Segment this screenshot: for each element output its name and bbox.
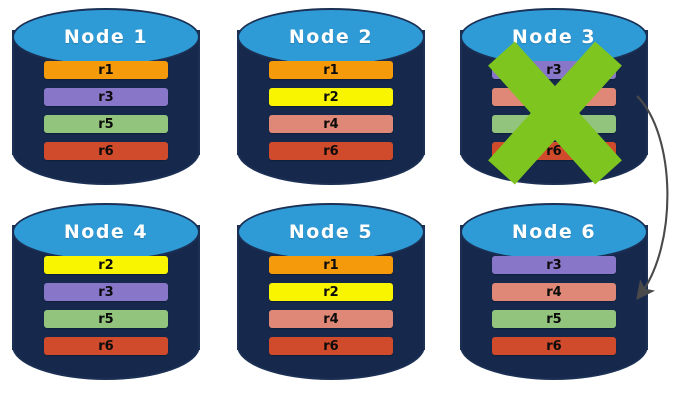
replica-list: r2 r3 r5 r6 — [44, 256, 168, 355]
node-title: Node 5 — [288, 221, 374, 243]
replica-bar[interactable]: r6 — [44, 142, 168, 160]
replica-bar[interactable]: r2 — [44, 256, 168, 274]
node-title: Node 6 — [511, 221, 597, 243]
node-title: Node 2 — [288, 26, 374, 48]
replica-bar[interactable]: r5 — [44, 310, 168, 328]
replica-bar[interactable]: r3 — [492, 61, 616, 79]
replica-bar[interactable]: r4 — [269, 310, 393, 328]
replica-bar[interactable]: r3 — [44, 283, 168, 301]
replica-bar[interactable]: r5 — [492, 310, 616, 328]
replica-bar[interactable]: r6 — [269, 142, 393, 160]
replica-list: r3 r4 r5 r6 — [492, 61, 616, 160]
replica-bar[interactable]: r2 — [269, 283, 393, 301]
node-top-disc — [12, 203, 200, 261]
replica-bar[interactable]: r4 — [492, 283, 616, 301]
replica-bar[interactable]: r2 — [269, 88, 393, 106]
node-title: Node 1 — [63, 26, 149, 48]
replica-list: r1 r2 r4 r6 — [269, 256, 393, 355]
node-cylinder-1[interactable]: Node 1 r1 r3 r5 r6 — [12, 8, 200, 188]
node-cylinder-2[interactable]: Node 2 r1 r2 r4 r6 — [237, 8, 425, 188]
replica-bar[interactable]: r6 — [492, 142, 616, 160]
replica-bar[interactable]: r5 — [492, 115, 616, 133]
replica-bar[interactable]: r4 — [492, 88, 616, 106]
node-cylinder-6[interactable]: Node 6 r3 r4 r5 r6 — [460, 203, 648, 383]
node-title: Node 3 — [511, 26, 597, 48]
replica-list: r1 r3 r5 r6 — [44, 61, 168, 160]
node-top-disc — [12, 8, 200, 66]
replica-bar[interactable]: r1 — [44, 61, 168, 79]
replica-list: r3 r4 r5 r6 — [492, 256, 616, 355]
replica-bar[interactable]: r1 — [269, 256, 393, 274]
replica-bar[interactable]: r3 — [44, 88, 168, 106]
node-cylinder-3[interactable]: Node 3 r3 r4 r5 r6 — [460, 8, 648, 188]
node-cylinder-5[interactable]: Node 5 r1 r2 r4 r6 — [237, 203, 425, 383]
replica-bar[interactable]: r5 — [44, 115, 168, 133]
replica-bar[interactable]: r4 — [269, 115, 393, 133]
replica-bar[interactable]: r6 — [492, 337, 616, 355]
node-cylinder-4[interactable]: Node 4 r2 r3 r5 r6 — [12, 203, 200, 383]
node-title: Node 4 — [63, 221, 149, 243]
replica-bar[interactable]: r3 — [492, 256, 616, 274]
replica-list: r1 r2 r4 r6 — [269, 61, 393, 160]
replica-bar[interactable]: r6 — [44, 337, 168, 355]
replica-bar[interactable]: r6 — [269, 337, 393, 355]
replica-bar[interactable]: r1 — [269, 61, 393, 79]
